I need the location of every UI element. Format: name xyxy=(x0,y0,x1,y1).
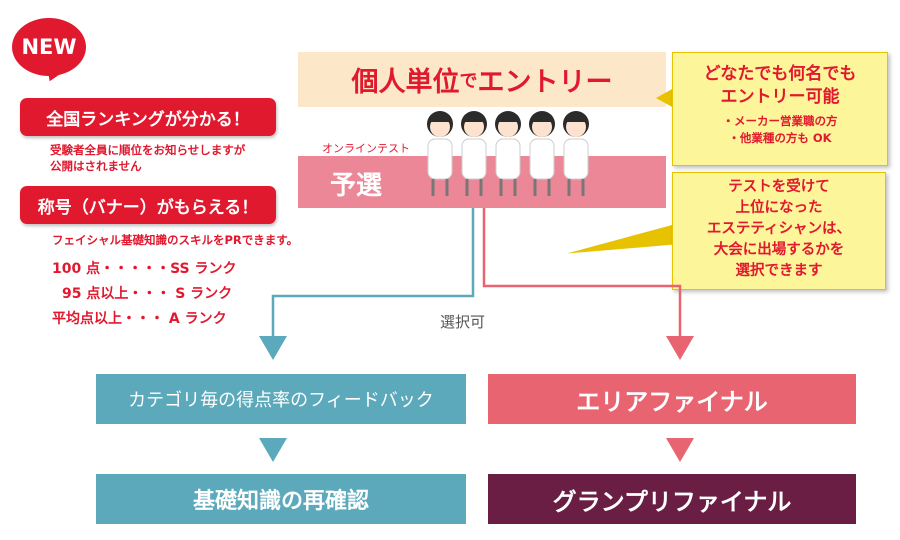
coral-connector xyxy=(482,208,682,336)
entry-title-b: エントリー xyxy=(477,67,613,98)
grand-prix-final-box: グランプリファイナル xyxy=(488,474,856,524)
title-banner: 称号（バナー）がもらえる！ xyxy=(20,186,276,224)
new-badge: NEW xyxy=(12,18,86,76)
finalist-note: テストを受けて 上位になった エステティシャンは、 大会に出場するかを 選択でき… xyxy=(672,172,886,290)
esthetician-figure xyxy=(529,111,555,196)
area-final-box: エリアファイナル xyxy=(488,374,856,424)
esthetician-figure xyxy=(461,111,487,196)
choice-label: 選択可 xyxy=(440,313,486,331)
teal-connector xyxy=(271,208,475,336)
finalist-note-line4: 大会に出場するかを xyxy=(713,242,845,258)
finalist-note-line5: 選択できます xyxy=(735,263,823,279)
entry-note: どなたでも何名でも エントリー可能 ・メーカー営業職の方 ・他業種の方も OK xyxy=(672,52,888,166)
entry-note-line2: エントリー可能 xyxy=(720,87,840,107)
entry-title-de: で xyxy=(459,70,478,92)
entry-note-sub1: ・メーカー営業職の方 xyxy=(722,114,838,128)
esthetician-figure xyxy=(563,111,589,196)
review-box: 基礎知識の再確認 xyxy=(96,474,466,524)
ranking-banner: 全国ランキングが分かる！ xyxy=(20,98,276,136)
entry-note-sub2: ・他業種の方も OK xyxy=(728,131,832,145)
ranking-note: 受験者全員に順位をお知らせしますが 公開はされません xyxy=(50,142,245,174)
coral-arrow-2 xyxy=(666,438,694,462)
coral-arrow-1 xyxy=(666,336,694,360)
entry-title-a: 個人単位 xyxy=(351,67,460,98)
note1-pointer xyxy=(656,88,674,108)
rank-ss: 100 点・・・・・SS ランク xyxy=(52,261,237,277)
finalist-note-line2: 上位になった xyxy=(735,200,823,216)
entry-note-line1: どなたでも何名でも xyxy=(703,64,857,84)
entry-box: 個人単位でエントリー xyxy=(298,52,666,107)
esthetician-figure xyxy=(495,111,521,196)
teal-arrow-1 xyxy=(259,336,287,360)
esthetician-figure xyxy=(427,111,453,196)
estheticians-group xyxy=(427,111,589,196)
finalist-note-line3: エステティシャンは、 xyxy=(706,221,852,237)
feedback-box: カテゴリ毎の得点率のフィードバック xyxy=(96,374,466,424)
finalist-note-line1: テストを受けて xyxy=(728,179,830,195)
teal-arrow-2 xyxy=(259,438,287,462)
prelim-label: 予選 xyxy=(330,171,383,201)
ranking-note-line1: 受験者全員に順位をお知らせしますが xyxy=(50,143,246,157)
rank-s: 95 点以上・・・ S ランク xyxy=(62,286,233,302)
rank-a: 平均点以上・・・ A ランク xyxy=(52,311,227,327)
online-test-label: オンラインテスト xyxy=(322,142,410,155)
ranking-note-line2: 公開はされません xyxy=(50,159,142,173)
title-note: フェイシャル基礎知識のスキルをPRできます。 xyxy=(52,233,299,247)
